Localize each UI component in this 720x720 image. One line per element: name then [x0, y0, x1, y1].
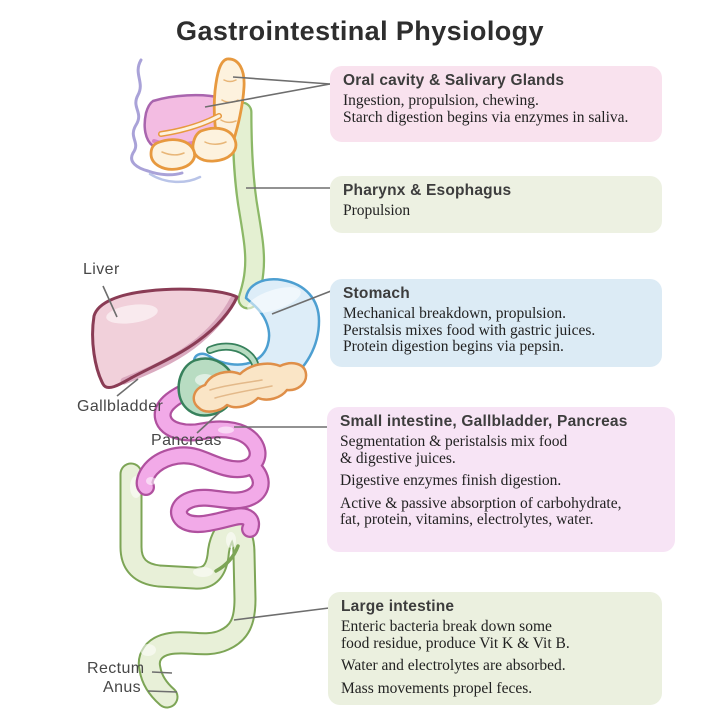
callout-line: fat, protein, vitamins, electrolytes, wa…	[340, 511, 594, 529]
leader-liver-label	[102, 285, 118, 318]
leader-anus-label	[147, 690, 178, 693]
callout-large-intestine: Large intestine Enteric bacteria break d…	[328, 592, 662, 706]
callout-line: Starch digestion begins via enzymes in s…	[343, 108, 629, 126]
organ-label-pancreas: Pancreas	[151, 432, 222, 449]
callout-pharynx-esophagus: Pharynx & Esophagus Propulsion	[330, 176, 662, 233]
callout-line: & digestive juices.	[340, 449, 456, 467]
callout-paragraph: Segmentation & peristalsis mix food& dig…	[340, 433, 663, 467]
callout-line: Mass movements propel feces.	[341, 679, 533, 697]
pancreas-shape	[192, 362, 308, 413]
callout-line: Segmentation & peristalsis mix food	[340, 433, 568, 450]
callout-line: Active & passive absorption of carbohydr…	[340, 494, 622, 512]
callout-line: Mechanical breakdown, propulsion.	[343, 305, 566, 322]
callout-paragraph: Digestive enzymes finish digestion.	[340, 473, 663, 490]
leader-gallbladder-label	[116, 378, 139, 397]
leader-lines	[102, 76, 332, 693]
leader-parotid-to-oral-box	[232, 76, 331, 85]
callout-stomach: Stomach Mechanical breakdown, propulsion…	[330, 279, 662, 367]
callout-heading: Oral cavity & Salivary Glands	[343, 72, 565, 89]
leader-pancreas-label	[196, 411, 221, 434]
callout-line: Propulsion	[343, 202, 411, 219]
small-intestine-shape	[135, 378, 270, 538]
callout-body: Segmentation & peristalsis mix food& dig…	[340, 433, 663, 529]
callout-line: Protein digestion begins via pepsin.	[343, 338, 564, 356]
callout-small-intestine-gallbladder-pancreas: Small intestine, Gallbladder, Pancreas S…	[327, 407, 675, 552]
organ-label-anus: Anus	[103, 679, 142, 696]
esophagus-shape	[231, 101, 266, 310]
callout-line: Water and electrolytes are absorbed.	[341, 657, 566, 675]
callout-heading: Pharynx & Esophagus	[343, 182, 512, 199]
organ-label-liver: Liver	[83, 261, 120, 278]
callout-line: Enteric bacteria break down some	[341, 618, 552, 635]
callout-paragraph: Water and electrolytes are absorbed.	[341, 658, 650, 675]
callout-heading: Stomach	[343, 285, 410, 302]
callout-body: Ingestion, propulsion, chewing.Starch di…	[343, 92, 650, 126]
callout-paragraph: Propulsion	[343, 202, 650, 220]
organ-label-rectum: Rectum	[87, 660, 145, 677]
callout-paragraph: Active & passive absorption of carbohydr…	[340, 494, 663, 529]
liver-shape	[91, 287, 239, 389]
organ-label-gallbladder: Gallbladder	[77, 398, 164, 415]
callout-paragraph: Mass movements propel feces.	[341, 679, 650, 698]
callout-paragraph: Mechanical breakdown, propulsion.Perstal…	[343, 305, 650, 356]
leader-rectum-label	[151, 671, 173, 674]
callout-paragraph: Ingestion, propulsion, chewing.Starch di…	[343, 92, 650, 126]
callout-line: food residue, produce Vit K & Vit B.	[341, 634, 570, 652]
leader-mouth-to-oral-box	[204, 83, 331, 108]
leader-large-intestine-to-box	[233, 607, 330, 621]
callout-line: Perstalsis mixes food with gastric juice…	[343, 321, 596, 339]
callout-line: Digestive enzymes finish digestion.	[340, 472, 562, 490]
large-intestine-shape	[119, 462, 257, 709]
callout-body: Mechanical breakdown, propulsion.Perstal…	[343, 305, 650, 356]
callout-line: Ingestion, propulsion, chewing.	[343, 92, 539, 109]
page-title: Gastrointestinal Physiology	[176, 16, 544, 46]
callout-oral-cavity-salivary-glands: Oral cavity & Salivary Glands Ingestion,…	[330, 66, 662, 142]
callout-heading: Large intestine	[341, 598, 455, 615]
salivary-glands-shape	[149, 57, 246, 171]
leader-stomach-to-box	[271, 290, 332, 315]
callout-heading: Small intestine, Gallbladder, Pancreas	[340, 413, 628, 430]
head-profile-outline	[130, 58, 202, 184]
callout-body: Propulsion	[343, 202, 650, 220]
